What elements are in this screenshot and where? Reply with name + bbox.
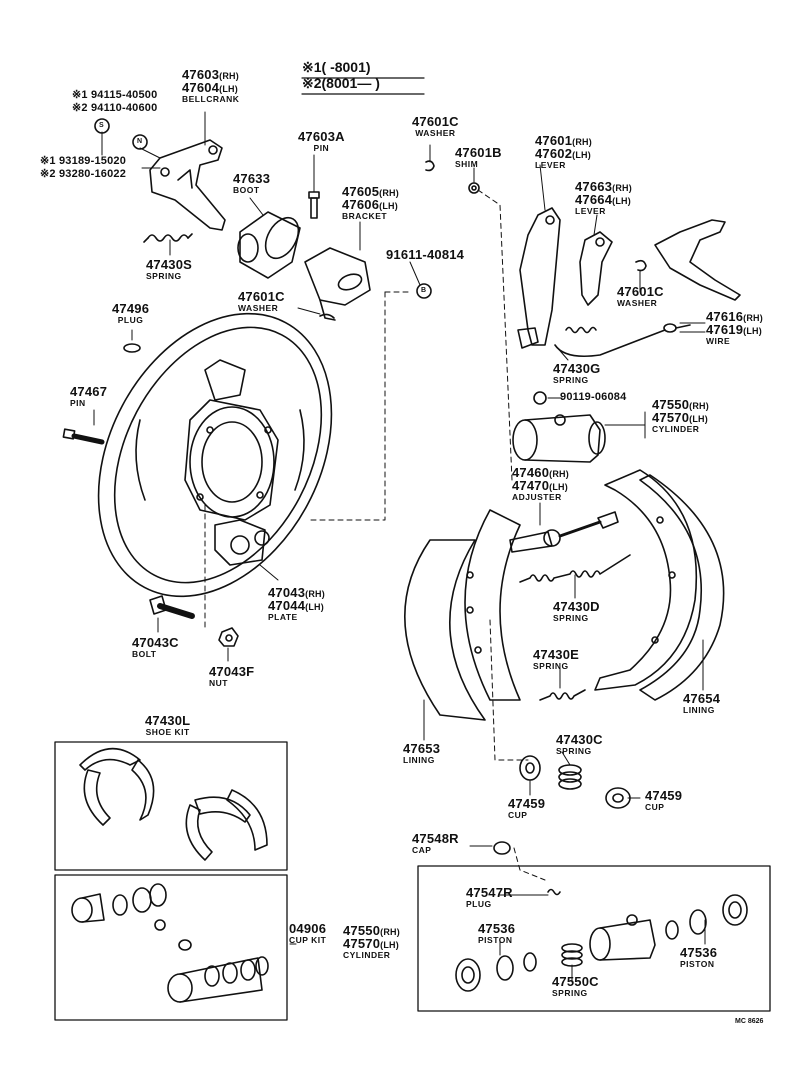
- washer-clip-part: [425, 160, 435, 172]
- label-screw-alt: ※1 93189-15020 ※2 93280-16022: [40, 155, 127, 180]
- cup-right-part: [605, 787, 631, 809]
- wire-part: [554, 323, 691, 358]
- boot-part: [237, 211, 301, 279]
- label-bolt-alt: ※1 94115-40500 ※2 94110-40600: [72, 89, 158, 114]
- bolt-part: [149, 595, 195, 619]
- label-cylinder: 47550(RH) 47570(LH) CYLINDER: [652, 397, 709, 434]
- cup-left-part: [519, 755, 541, 781]
- shoe-kit-box: [54, 741, 288, 871]
- cylinder2-parts: [455, 888, 748, 992]
- cylinder-kit-box: [417, 865, 771, 1012]
- spring-c-part: [558, 764, 582, 790]
- washer-c2-part: [319, 313, 335, 319]
- marker-n-circle: [132, 134, 148, 150]
- lever-outline-part: [654, 219, 741, 301]
- label-bleeder: 90119-06084: [560, 391, 627, 403]
- pin-part: [62, 428, 105, 445]
- label-plate: 47043(RH) 47044(LH) PLATE: [268, 585, 325, 622]
- shoe-kit-shoes: [79, 747, 268, 861]
- marker-s-label: S: [99, 122, 104, 129]
- footer-code: MC 8626: [735, 1018, 764, 1025]
- lever-a-part: [517, 207, 561, 349]
- marker-n-label: N: [137, 138, 143, 145]
- label-lever-b: 47663(RH) 47664(LH) LEVER: [575, 179, 632, 216]
- nut-part: [218, 627, 239, 647]
- label-lever-a: 47601(RH) 47602(LH) LEVER: [535, 133, 592, 170]
- cap-part: [493, 841, 511, 855]
- lever-b-part: [579, 231, 613, 306]
- label-adjuster: 47460(RH) 47470(LH) ADJUSTER: [512, 465, 569, 502]
- spring-g-part: [565, 326, 597, 334]
- label-washer-b: 91611-40814: [386, 247, 465, 262]
- spring-s-part: [147, 234, 189, 242]
- label-wire: 47616(RH) 47619(LH) WIRE: [706, 309, 763, 346]
- spring-d-part: [519, 554, 631, 583]
- pin-a-part: [308, 191, 320, 219]
- label-bracket: 47605(RH) 47606(LH) BRACKET: [342, 184, 399, 221]
- dashed-lines: [204, 189, 546, 881]
- plug-part: [123, 343, 141, 353]
- spring-c2-part: [561, 943, 583, 967]
- bracket-part: [304, 247, 371, 321]
- header-range-1: ※1( -8001): [302, 59, 371, 75]
- backing-plate-part: [97, 312, 333, 598]
- shoe-left-part: [404, 509, 521, 721]
- bellcrank-part: [149, 139, 226, 231]
- spring-e-part: [539, 689, 586, 701]
- cylinder-part: [512, 414, 606, 463]
- cup-kit-parts: [71, 883, 269, 1003]
- marker-b-label: B: [421, 287, 427, 294]
- adjuster-part: [509, 511, 619, 553]
- label-cylinder2: 47550(RH) 47570(LH) CYLINDER: [343, 923, 400, 960]
- label-bellcrank: 47603(RH) 47604(LH) BELLCRANK: [182, 67, 240, 104]
- cup-kit-box: [54, 874, 288, 1021]
- marker-s-circle: [94, 118, 110, 134]
- header-range-2: ※2(8001— ): [302, 75, 380, 91]
- washer-c3-part: [635, 259, 647, 272]
- marker-b-circle: [416, 283, 432, 299]
- shim-part: [468, 182, 480, 194]
- leader-lines: [93, 111, 706, 983]
- shoe-right-part: [594, 469, 725, 701]
- bleeder-part: [533, 391, 547, 405]
